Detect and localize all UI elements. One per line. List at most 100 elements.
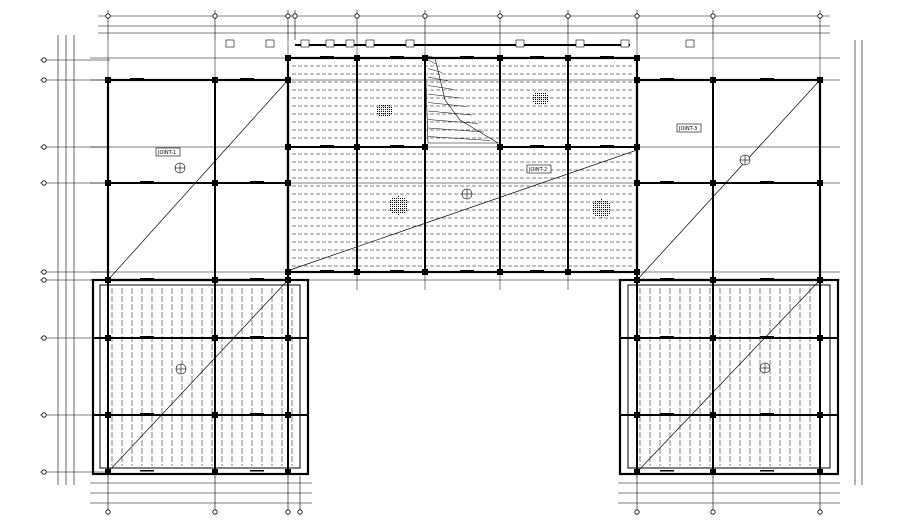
hatch-dot	[387, 109, 388, 110]
hatch-dot	[603, 211, 604, 212]
column-38	[285, 335, 291, 341]
diagonal-3	[107, 279, 289, 473]
hatch-dot	[385, 113, 386, 114]
grid-bubble-top-9	[817, 13, 823, 19]
hatch-dot	[406, 210, 407, 211]
grid-bubble-left-0	[41, 57, 47, 63]
hatch-dot	[385, 111, 386, 112]
column-25	[354, 144, 360, 150]
hatch-dot	[381, 113, 382, 114]
hatch-dot	[392, 204, 393, 205]
hatch-dot	[537, 99, 538, 100]
column-36	[105, 335, 111, 341]
hatch-dot	[402, 208, 403, 209]
hatch-dot	[379, 115, 380, 116]
hatch-dot	[595, 215, 596, 216]
grid-bubble-bottom-6	[817, 509, 823, 515]
column-5	[285, 180, 291, 186]
hatch-dot	[404, 212, 405, 213]
beam-label-mark-11	[660, 181, 674, 183]
hatch-dot	[402, 200, 403, 201]
hatch-dot	[396, 208, 397, 209]
hatch-dot	[392, 208, 393, 209]
stair-hatch-2	[427, 76, 449, 82]
hatch-dot	[394, 202, 395, 203]
hatch-dot	[607, 207, 608, 208]
grid-bubble-bottom-4	[634, 509, 640, 515]
grid-bubble-top-5	[497, 13, 503, 19]
hatch-dot	[543, 93, 544, 94]
hatch-dot	[545, 103, 546, 104]
hatch-dot	[379, 113, 380, 114]
hatch-dot	[379, 109, 380, 110]
hatch-dot	[390, 202, 391, 203]
hatch-dot	[402, 210, 403, 211]
column-53	[817, 469, 823, 475]
hatch-dot	[400, 200, 401, 201]
top-symbol-6	[405, 39, 415, 48]
hatch-dot	[541, 95, 542, 96]
hatch-dot	[601, 209, 602, 210]
top-symbol-4	[345, 39, 355, 48]
hatch-dot	[537, 93, 538, 94]
column-27	[497, 144, 503, 150]
hatch-dot	[609, 203, 610, 204]
hatch-dot	[385, 105, 386, 106]
opening-hatch-4	[593, 199, 610, 218]
hatch-dot	[539, 93, 540, 94]
hatch-dot	[597, 201, 598, 202]
hatch-dot	[394, 210, 395, 211]
column-28	[565, 144, 571, 150]
hatch-dot	[383, 105, 384, 106]
grid-bubble-left-2	[41, 144, 47, 150]
hatch-dot	[593, 203, 594, 204]
beam-frame-right-wing	[618, 278, 840, 476]
hatch-dot	[545, 101, 546, 102]
column-45	[634, 335, 640, 341]
hatch-dot	[595, 213, 596, 214]
column-16	[710, 277, 716, 283]
beam-label-mark-27	[250, 336, 264, 338]
beam-label-mark-1	[240, 78, 254, 80]
hatch-dot	[543, 97, 544, 98]
hatch-dot	[541, 103, 542, 104]
hatched-openings	[377, 93, 610, 218]
hatch-dot	[377, 107, 378, 108]
column-32	[422, 269, 428, 275]
grid-bubble-left-5	[41, 277, 47, 283]
hatch-dot	[541, 93, 542, 94]
hatch-dot	[541, 97, 542, 98]
hatch-dot	[601, 205, 602, 206]
hatch-dot	[605, 211, 606, 212]
hatch-dot	[607, 209, 608, 210]
beam-label-mark-28	[140, 413, 154, 415]
beam-label-mark-13	[320, 145, 334, 147]
opening-hatch-3	[390, 196, 407, 215]
hatch-dot	[593, 207, 594, 208]
beam-label-mark-33	[760, 413, 774, 415]
hatch-dot	[404, 208, 405, 209]
hatch-dot	[601, 213, 602, 214]
hatch-dot	[535, 93, 536, 94]
stair-hatch-5	[427, 102, 467, 107]
hatch-dot	[383, 107, 384, 108]
column-46	[710, 335, 716, 341]
hatch-dot	[392, 210, 393, 211]
hatch-dot	[406, 206, 407, 207]
beam-label-mark-25	[600, 270, 614, 272]
hatch-dot	[387, 111, 388, 112]
column-47	[817, 335, 823, 341]
column-48	[634, 412, 640, 418]
column-39	[105, 412, 111, 418]
column-14	[817, 180, 823, 186]
beam-label-mark-8	[760, 78, 774, 80]
hatch-dot	[398, 214, 399, 215]
hatch-dot	[595, 209, 596, 210]
hatch-dot	[402, 212, 403, 213]
column-26	[422, 144, 428, 150]
hatch-dot	[402, 198, 403, 199]
section-marker-3	[739, 154, 751, 166]
column-41	[285, 412, 291, 418]
diagonal-1	[289, 149, 638, 271]
hatch-dot	[390, 200, 391, 201]
